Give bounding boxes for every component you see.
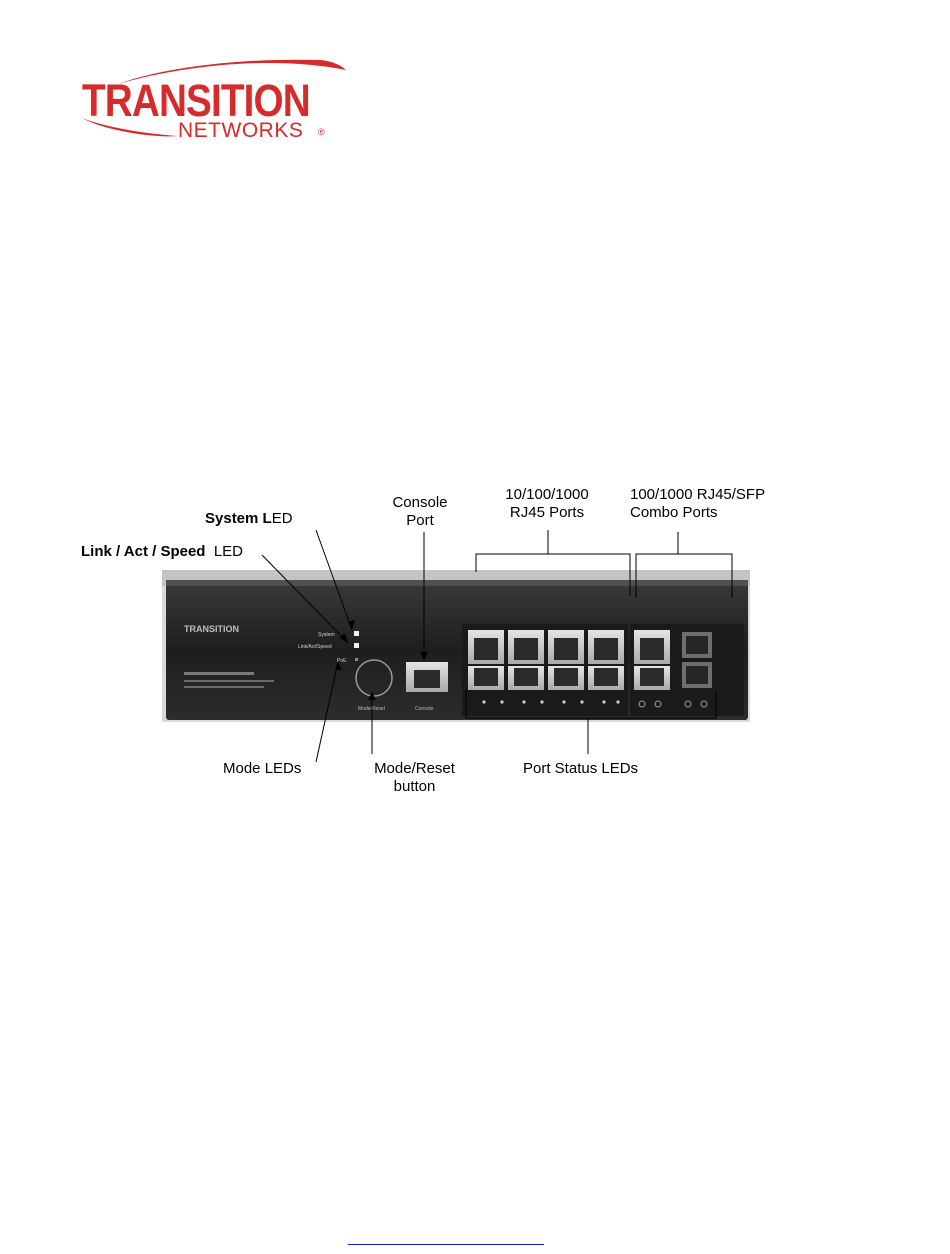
logo-subtitle: NETWORKS xyxy=(178,120,303,141)
panel-brand-text: TRANSITION xyxy=(184,624,239,634)
panel-button-text: Mode/Reset xyxy=(358,706,386,712)
panel-led-system-text: System xyxy=(318,632,335,638)
combo-ports-label-line1: 100/1000 RJ45/SFP xyxy=(630,486,765,504)
console-port-label-line2: Port xyxy=(380,512,460,530)
combo-ports-label-line2: Combo Ports xyxy=(630,504,765,522)
rj45-ports-label-line2: RJ45 Ports xyxy=(492,504,602,522)
mode-reset-label: Mode/Reset button xyxy=(362,760,467,796)
panel-led-link-text: Link/Act/Speed xyxy=(298,644,332,650)
system-led-label-bold: System L xyxy=(205,510,272,527)
system-led-label: System LED xyxy=(205,510,293,528)
link-act-speed-led-label: Link / Act / Speed LED xyxy=(81,543,243,561)
mode-reset-label-line2: button xyxy=(362,778,467,796)
logo-wordmark: TRANSITION xyxy=(82,78,310,123)
system-led-label-rest: ED xyxy=(272,510,293,527)
poe-led xyxy=(355,658,358,661)
footer-link-underline[interactable] xyxy=(348,1244,544,1245)
panel-led-poe-text: PoE xyxy=(337,658,347,664)
console-port-label: Console Port xyxy=(380,494,460,530)
panel-console-text: Console xyxy=(415,706,434,712)
mode-reset-label-line1: Mode/Reset xyxy=(362,760,467,778)
switch-device-photo: TRANSITION System Link/Act/Speed PoE Mod… xyxy=(162,570,750,722)
link-act-speed-led xyxy=(354,643,359,648)
port-status-leds-label: Port Status LEDs xyxy=(523,760,638,778)
link-led-label-bold: Link / Act / Speed xyxy=(81,543,205,560)
rj45-ports-label: 10/100/1000 RJ45 Ports xyxy=(492,486,602,522)
logo-registered-mark: ® xyxy=(318,128,325,137)
rj45-ports-label-line1: 10/100/1000 xyxy=(492,486,602,504)
console-port-label-line1: Console xyxy=(380,494,460,512)
transition-networks-logo: TRANSITION NETWORKS ® xyxy=(78,58,350,140)
combo-ports-label: 100/1000 RJ45/SFP Combo Ports xyxy=(630,486,765,522)
system-led xyxy=(354,631,359,636)
mode-leds-label: Mode LEDs xyxy=(223,760,301,778)
switch-front-panel: TRANSITION System Link/Act/Speed PoE Mod… xyxy=(162,570,750,722)
link-led-label-rest: LED xyxy=(214,543,243,560)
